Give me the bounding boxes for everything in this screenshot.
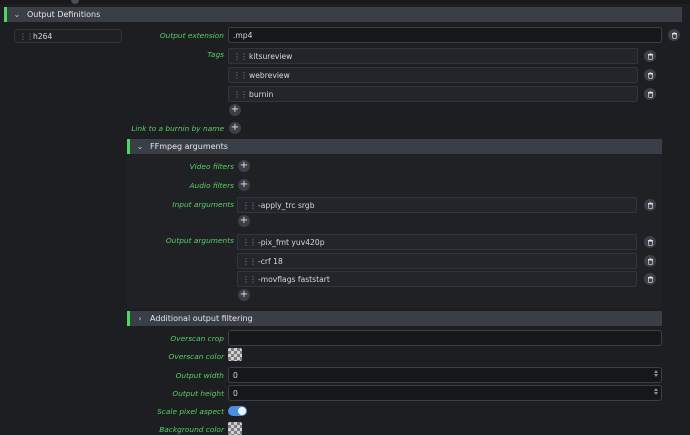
additional-output-filtering-title: Additional output filtering (150, 314, 253, 323)
plus-icon: + (239, 179, 249, 190)
add-video-filter-button[interactable]: + (238, 160, 250, 172)
background-color-label: Background color (159, 425, 224, 434)
output-height-label: Output height (172, 389, 224, 398)
trash-icon (647, 275, 653, 283)
tags-label: Tags (207, 50, 224, 59)
tag-value: webreview (249, 70, 290, 80)
output-arguments-label: Output arguments (165, 236, 234, 245)
trash-icon (647, 71, 653, 79)
output-extension-value: .mp4 (233, 30, 253, 40)
output-argument-value: -movflags faststart (258, 274, 330, 284)
chevron-down-icon: ⌄ (13, 10, 21, 19)
drag-handle-icon[interactable]: ⋮⋮ (242, 200, 257, 210)
drag-handle-icon[interactable]: ⋮⋮ (233, 70, 248, 80)
top-strip (0, 0, 690, 4)
plus-icon: + (239, 160, 249, 171)
add-output-argument-button[interactable]: + (238, 289, 250, 301)
overscan-color-swatch[interactable] (228, 348, 242, 361)
add-input-argument-button[interactable]: + (238, 215, 250, 227)
output-argument-item[interactable]: ⋮⋮ -pix_fmt yuv420p (237, 234, 637, 250)
output-argument-delete-button[interactable] (644, 255, 656, 267)
tag-delete-button[interactable] (644, 50, 656, 62)
ffmpeg-arguments-header[interactable]: ⌄ FFmpeg arguments (127, 139, 662, 154)
scale-pixel-aspect-label: Scale pixel aspect (157, 407, 224, 416)
definition-item-h264[interactable]: ⋮⋮ h264 (14, 29, 122, 43)
output-height-value: 0 (233, 388, 238, 398)
drag-handle-icon[interactable]: ⋮⋮ (19, 31, 34, 41)
trash-icon (671, 31, 677, 39)
output-argument-value: -pix_fmt yuv420p (258, 237, 325, 247)
output-extension-input[interactable]: .mp4 (228, 27, 662, 43)
burnin-link-label: Link to a burnin by name (131, 124, 224, 133)
output-argument-delete-button[interactable] (644, 236, 656, 248)
scale-pixel-aspect-toggle[interactable] (228, 406, 247, 416)
output-width-value: 0 (233, 370, 238, 380)
trash-icon (647, 238, 653, 246)
drag-handle-icon[interactable]: ⋮⋮ (242, 256, 257, 266)
plus-icon: + (239, 215, 249, 226)
output-height-stepper[interactable] (654, 388, 658, 395)
output-argument-value: -crf 18 (258, 256, 283, 266)
output-width-label: Output width (175, 371, 224, 380)
input-argument-delete-button[interactable] (644, 199, 656, 211)
drag-handle-icon[interactable]: ⋮⋮ (233, 51, 248, 61)
output-argument-item[interactable]: ⋮⋮ -movflags faststart (237, 271, 637, 287)
tag-item[interactable]: ⋮⋮ webreview (228, 67, 638, 83)
add-tag-button[interactable]: + (229, 104, 241, 116)
trash-icon (647, 201, 653, 209)
output-extension-label: Output extension (159, 31, 224, 40)
overscan-color-label: Overscan color (168, 352, 224, 361)
tag-value: burnin (249, 89, 274, 99)
add-audio-filter-button[interactable]: + (238, 179, 250, 191)
plus-icon: + (239, 289, 249, 300)
plus-icon: + (230, 104, 240, 115)
plus-icon: + (230, 122, 240, 133)
definition-name: h264 (33, 31, 53, 41)
output-extension-delete-button[interactable] (668, 29, 680, 41)
drag-handle-icon[interactable]: ⋮⋮ (242, 237, 257, 247)
chevron-right-icon: › (138, 314, 142, 323)
trash-icon (647, 90, 653, 98)
overscan-crop-input[interactable] (228, 330, 662, 346)
tag-value: kitsureview (249, 51, 293, 61)
additional-output-filtering-header[interactable]: › Additional output filtering (127, 311, 662, 326)
overscan-crop-label: Overscan crop (170, 334, 224, 343)
video-filters-label: Video filters (189, 162, 234, 171)
tag-delete-button[interactable] (644, 88, 656, 100)
background-color-swatch[interactable] (228, 422, 242, 435)
input-arguments-label: Input arguments (172, 200, 234, 209)
trash-icon (647, 52, 653, 60)
output-width-input[interactable]: 0 (228, 367, 662, 383)
drag-handle-icon[interactable]: ⋮⋮ (242, 274, 257, 284)
top-button[interactable] (71, 0, 79, 4)
output-width-stepper[interactable] (654, 370, 658, 377)
ffmpeg-arguments-title: FFmpeg arguments (150, 142, 228, 151)
trash-icon (647, 257, 653, 265)
tag-item[interactable]: ⋮⋮ kitsureview (228, 48, 638, 64)
input-argument-value: -apply_trc srgb (258, 200, 315, 210)
tag-delete-button[interactable] (644, 69, 656, 81)
tag-item[interactable]: ⋮⋮ burnin (228, 86, 638, 102)
output-definitions-title: Output Definitions (27, 10, 101, 19)
output-argument-item[interactable]: ⋮⋮ -crf 18 (237, 253, 637, 269)
add-burnin-link-button[interactable]: + (229, 122, 241, 134)
audio-filters-label: Audio filters (189, 181, 234, 190)
output-argument-delete-button[interactable] (644, 273, 656, 285)
chevron-down-icon: ⌄ (136, 142, 144, 151)
output-height-input[interactable]: 0 (228, 385, 662, 401)
output-definitions-header[interactable]: ⌄ Output Definitions (4, 7, 682, 22)
drag-handle-icon[interactable]: ⋮⋮ (233, 89, 248, 99)
input-argument-item[interactable]: ⋮⋮ -apply_trc srgb (237, 197, 637, 213)
